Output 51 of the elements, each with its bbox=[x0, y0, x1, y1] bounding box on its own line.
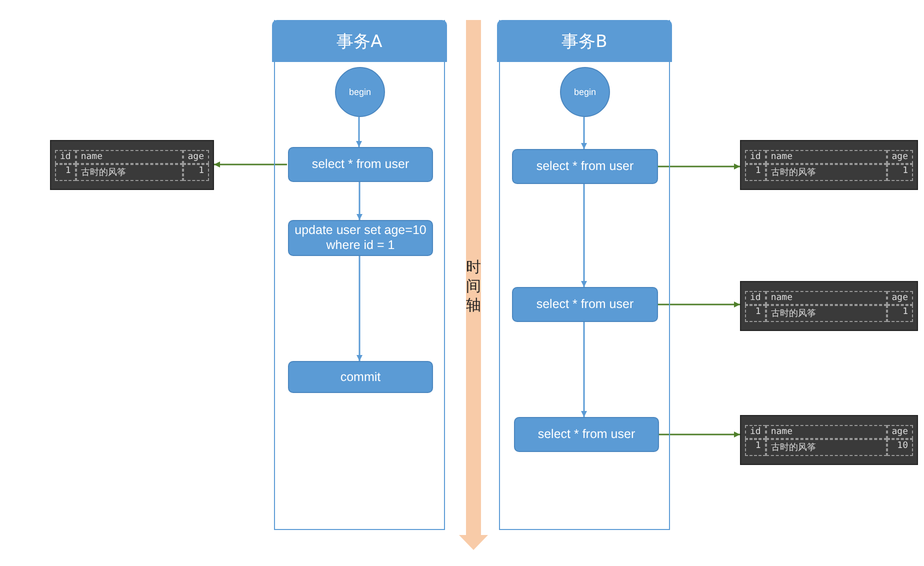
process-box: select * from user bbox=[288, 147, 433, 182]
table-cell: 古时的风筝 bbox=[766, 304, 887, 322]
table-cell: 古时的风筝 bbox=[76, 164, 183, 180]
table-header-cell: age bbox=[182, 150, 209, 164]
arrow bbox=[356, 256, 362, 361]
table-cell: 1 bbox=[886, 304, 913, 322]
axis-label: 时间轴 bbox=[465, 258, 482, 315]
process-box: commit bbox=[288, 361, 433, 393]
process-box: select * from user bbox=[514, 417, 659, 452]
table-cell: 10 bbox=[886, 438, 913, 456]
result-table bbox=[740, 140, 918, 190]
arrow bbox=[214, 162, 287, 168]
start-circle: begin bbox=[560, 67, 610, 117]
table-cell: 1 bbox=[886, 164, 913, 180]
lane-header: 事务B bbox=[497, 20, 672, 62]
arrow bbox=[657, 302, 740, 308]
process-box: update user set age=10 where id = 1 bbox=[288, 220, 433, 256]
result-table bbox=[740, 415, 918, 465]
arrow bbox=[658, 432, 740, 438]
table-header-cell: id bbox=[745, 150, 766, 164]
table-cell: 古时的风筝 bbox=[766, 164, 887, 180]
swimlane bbox=[499, 20, 670, 530]
table-header-cell: id bbox=[55, 150, 76, 164]
start-circle: begin bbox=[335, 67, 385, 117]
table-header-cell: id bbox=[745, 290, 766, 304]
table-header-cell: age bbox=[886, 290, 913, 304]
arrow bbox=[356, 182, 362, 220]
table-cell: 1 bbox=[745, 438, 766, 456]
table-header-cell: age bbox=[886, 150, 913, 164]
table-cell: 古时的风筝 bbox=[766, 438, 887, 456]
table-cell: 1 bbox=[55, 164, 76, 180]
process-box: select * from user bbox=[512, 149, 658, 184]
result-table bbox=[50, 140, 214, 190]
swimlane bbox=[274, 20, 445, 530]
arrow bbox=[581, 117, 587, 149]
table-cell: 1 bbox=[745, 304, 766, 322]
table-header-cell: name bbox=[766, 290, 887, 304]
arrow bbox=[657, 164, 740, 170]
table-header-cell: id bbox=[745, 424, 766, 438]
table-header-cell: name bbox=[766, 424, 887, 438]
table-cell: 1 bbox=[745, 164, 766, 180]
table-header-cell: age bbox=[886, 424, 913, 438]
arrow bbox=[581, 322, 587, 417]
result-table bbox=[740, 281, 918, 331]
process-box: select * from user bbox=[512, 287, 658, 322]
table-header-cell: name bbox=[76, 150, 183, 164]
table-header-cell: name bbox=[766, 150, 887, 164]
arrow bbox=[356, 117, 362, 147]
table-cell: 1 bbox=[182, 164, 209, 180]
arrow bbox=[581, 184, 587, 287]
lane-header: 事务A bbox=[272, 20, 447, 62]
